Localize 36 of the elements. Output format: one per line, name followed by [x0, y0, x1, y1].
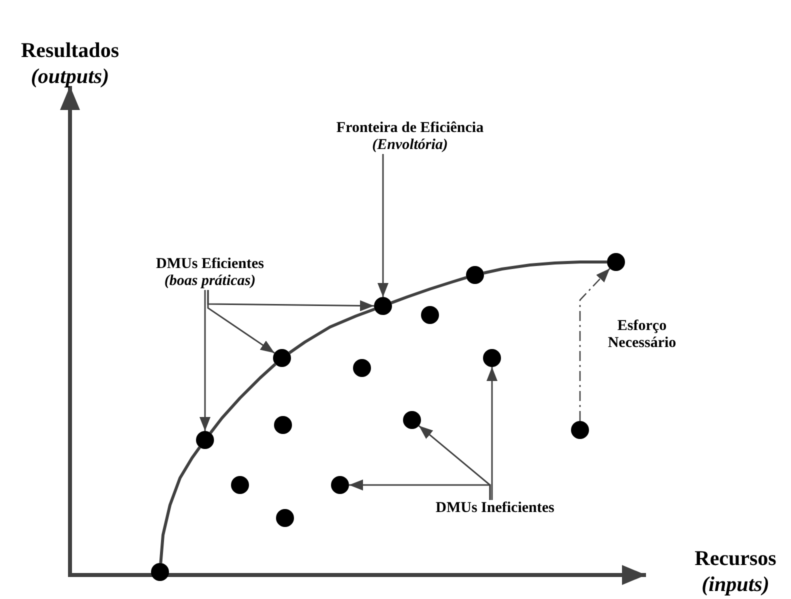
- callout-text: DMUs Ineficientes: [434, 500, 556, 517]
- data-point: [421, 306, 439, 324]
- callout-subtext: (Envoltória): [371, 137, 449, 154]
- data-point: [483, 349, 501, 367]
- leader-arrow: [207, 290, 275, 354]
- data-point: [331, 476, 349, 494]
- leader-arrow: [486, 367, 498, 500]
- effort-label: Esforço Necessário: [606, 318, 678, 352]
- leader-arrow: [418, 425, 491, 500]
- frontier-curve: [209, 362, 276, 434]
- data-point: [607, 253, 625, 271]
- axis-title: (inputs): [700, 572, 770, 597]
- data-point: [274, 416, 292, 434]
- leader-arrow: [200, 290, 210, 431]
- callout-text: DMUs Eficientes: [155, 256, 265, 273]
- frontier-curve: [159, 446, 201, 564]
- data-point: [466, 266, 484, 284]
- callout-subtext: (boas práticas): [163, 273, 257, 290]
- frontier-curve: [483, 260, 607, 274]
- callout-text: Fronteira de Eficiência: [335, 120, 485, 137]
- effort-arrow: [579, 268, 610, 421]
- frontier-curve: [288, 308, 376, 354]
- axis-title: Resultados: [20, 38, 120, 63]
- data-point: [151, 563, 169, 581]
- data-point: [374, 297, 392, 315]
- frontier-curve: [390, 276, 467, 304]
- data-point: [273, 349, 291, 367]
- axis-title: (outputs): [30, 64, 110, 89]
- data-point: [276, 509, 294, 527]
- data-point: [571, 421, 589, 439]
- data-point: [403, 411, 421, 429]
- data-point: [196, 431, 214, 449]
- data-point: [231, 476, 249, 494]
- leader-arrow: [378, 154, 388, 297]
- data-point: [353, 359, 371, 377]
- axis-title: Recursos: [694, 546, 778, 571]
